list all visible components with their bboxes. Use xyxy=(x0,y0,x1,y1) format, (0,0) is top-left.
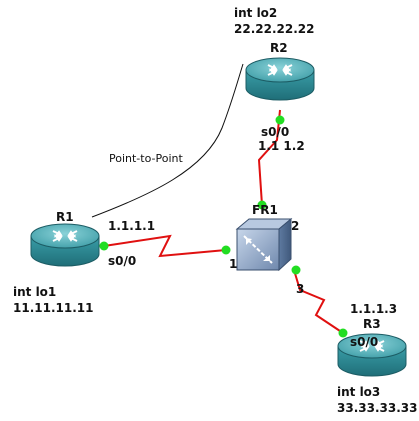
router-r2[interactable] xyxy=(245,57,315,101)
router-r1[interactable] xyxy=(30,223,100,267)
r2-port-label: s0/0 xyxy=(261,125,289,139)
port-dots xyxy=(99,115,348,338)
r2-loopback-ip: 22.22.22.22 xyxy=(234,22,314,36)
port-dot-fr1-1 xyxy=(221,245,231,255)
port-dot-r3 xyxy=(338,328,348,338)
r2-name: R2 xyxy=(270,41,288,55)
r1-loopback-label: int lo1 xyxy=(13,285,56,299)
port-dot-r2 xyxy=(275,115,285,125)
frame-relay-switch-fr1[interactable] xyxy=(235,217,293,272)
port-dot-fr1-3 xyxy=(291,265,301,275)
r1-loopback-ip: 11.11.11.11 xyxy=(13,301,93,315)
r3-loopback-label: int lo3 xyxy=(337,385,380,399)
r3-loopback-ip: 33.33.33.33 xyxy=(337,401,417,415)
port-dot-r1 xyxy=(99,241,109,251)
point-to-point-curve xyxy=(91,63,244,218)
fr1-port-3: 3 xyxy=(296,282,304,296)
r2-port-ip: 1.1 1.2 xyxy=(258,139,305,153)
r2-loopback-label: int lo2 xyxy=(234,6,277,20)
link-r2-fr1 xyxy=(257,109,281,206)
r3-port-ip: 1.1.1.3 xyxy=(350,302,397,316)
port-dot-fr1-2 xyxy=(257,200,267,210)
links xyxy=(103,109,344,334)
point-to-point-label: Point-to-Point xyxy=(109,152,183,165)
r1-port-label: s0/0 xyxy=(108,254,136,268)
r3-port-label: s0/0 xyxy=(350,335,378,349)
fr1-port-2: 2 xyxy=(291,219,299,233)
link-r1-fr1 xyxy=(103,234,227,258)
fr1-port-1: 1 xyxy=(229,257,237,271)
r1-port-ip: 1.1.1.1 xyxy=(108,219,155,233)
link-fr1-r3 xyxy=(293,269,344,334)
r3-name: R3 xyxy=(363,317,381,331)
r1-name: R1 xyxy=(56,210,74,224)
fr1-name: FR1 xyxy=(252,203,278,217)
